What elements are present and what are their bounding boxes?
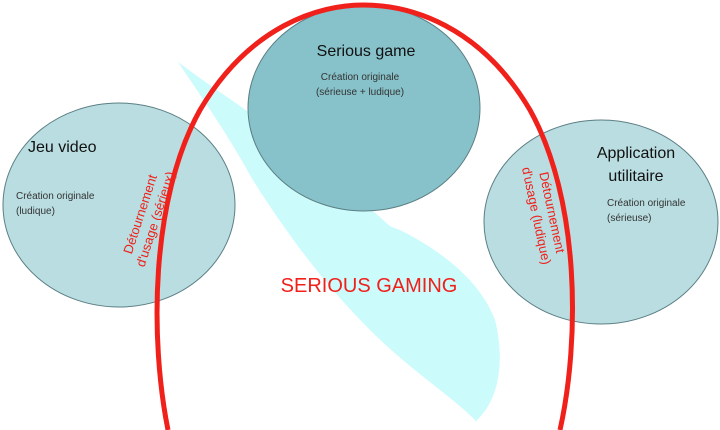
jeu-video-circle bbox=[2, 102, 236, 308]
serious-game-title: Serious game bbox=[317, 43, 416, 60]
serious-game-subtitle-line1: Création originale bbox=[321, 72, 400, 83]
application-utilitaire-title-line2: utilitaire bbox=[608, 168, 663, 185]
serious-game-subtitle-line2: (sérieuse + ludique) bbox=[316, 87, 404, 98]
application-utilitaire-title-line1: Application bbox=[597, 145, 675, 162]
application-utilitaire-subtitle-line2: (sérieuse) bbox=[607, 213, 651, 224]
serious-game-circle bbox=[247, 4, 481, 212]
jeu-video-subtitle-line2: (ludique) bbox=[16, 206, 55, 217]
application-utilitaire-circle bbox=[483, 119, 719, 325]
jeu-video-title: Jeu video bbox=[28, 139, 97, 156]
serious-gaming-label: SERIOUS GAMING bbox=[281, 275, 458, 297]
jeu-video-subtitle-line1: Création originale bbox=[16, 191, 95, 202]
ribbon-lower-tail bbox=[250, 175, 500, 422]
application-utilitaire-subtitle-line1: Création originale bbox=[607, 198, 686, 209]
serious-gaming-arc bbox=[154, 2, 575, 430]
